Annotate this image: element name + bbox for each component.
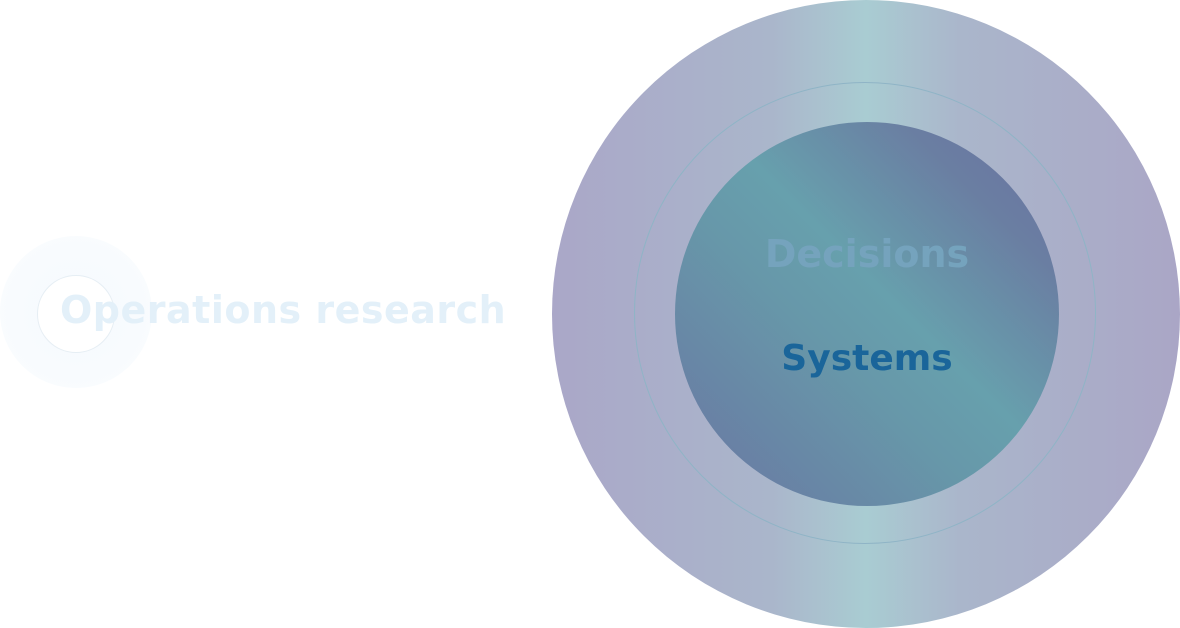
- left-ring-circle: [37, 275, 115, 353]
- middle-ring: [634, 82, 1096, 544]
- decisions-label: Decisions: [764, 232, 970, 276]
- inner-disc: [675, 122, 1059, 506]
- operations-research-label: Operations research: [60, 288, 507, 332]
- center-labels: Decisions Systems: [675, 0, 1059, 628]
- systems-label: Systems: [781, 338, 953, 379]
